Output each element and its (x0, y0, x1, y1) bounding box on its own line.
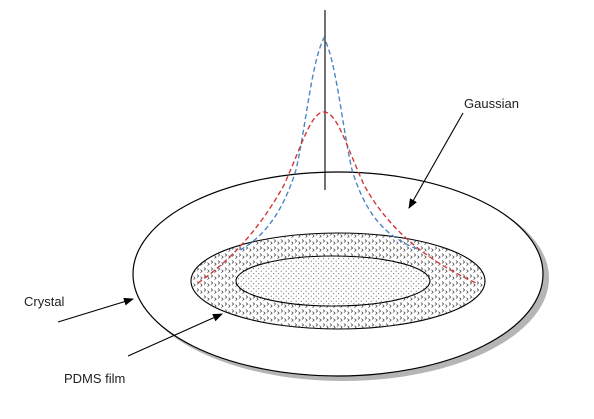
gaussian-label: Gaussian (464, 96, 519, 111)
crystal-arrow (57, 297, 134, 323)
gaussian-curve-narrow (239, 36, 421, 251)
pdms-film-arrow (127, 313, 223, 357)
pdms-film-label: PDMS film (64, 371, 126, 386)
crystal-label: Crystal (24, 294, 65, 309)
center-sample-texture (236, 256, 430, 306)
gaussian-curve-wide (197, 111, 477, 284)
gaussian-arrow (408, 112, 464, 209)
